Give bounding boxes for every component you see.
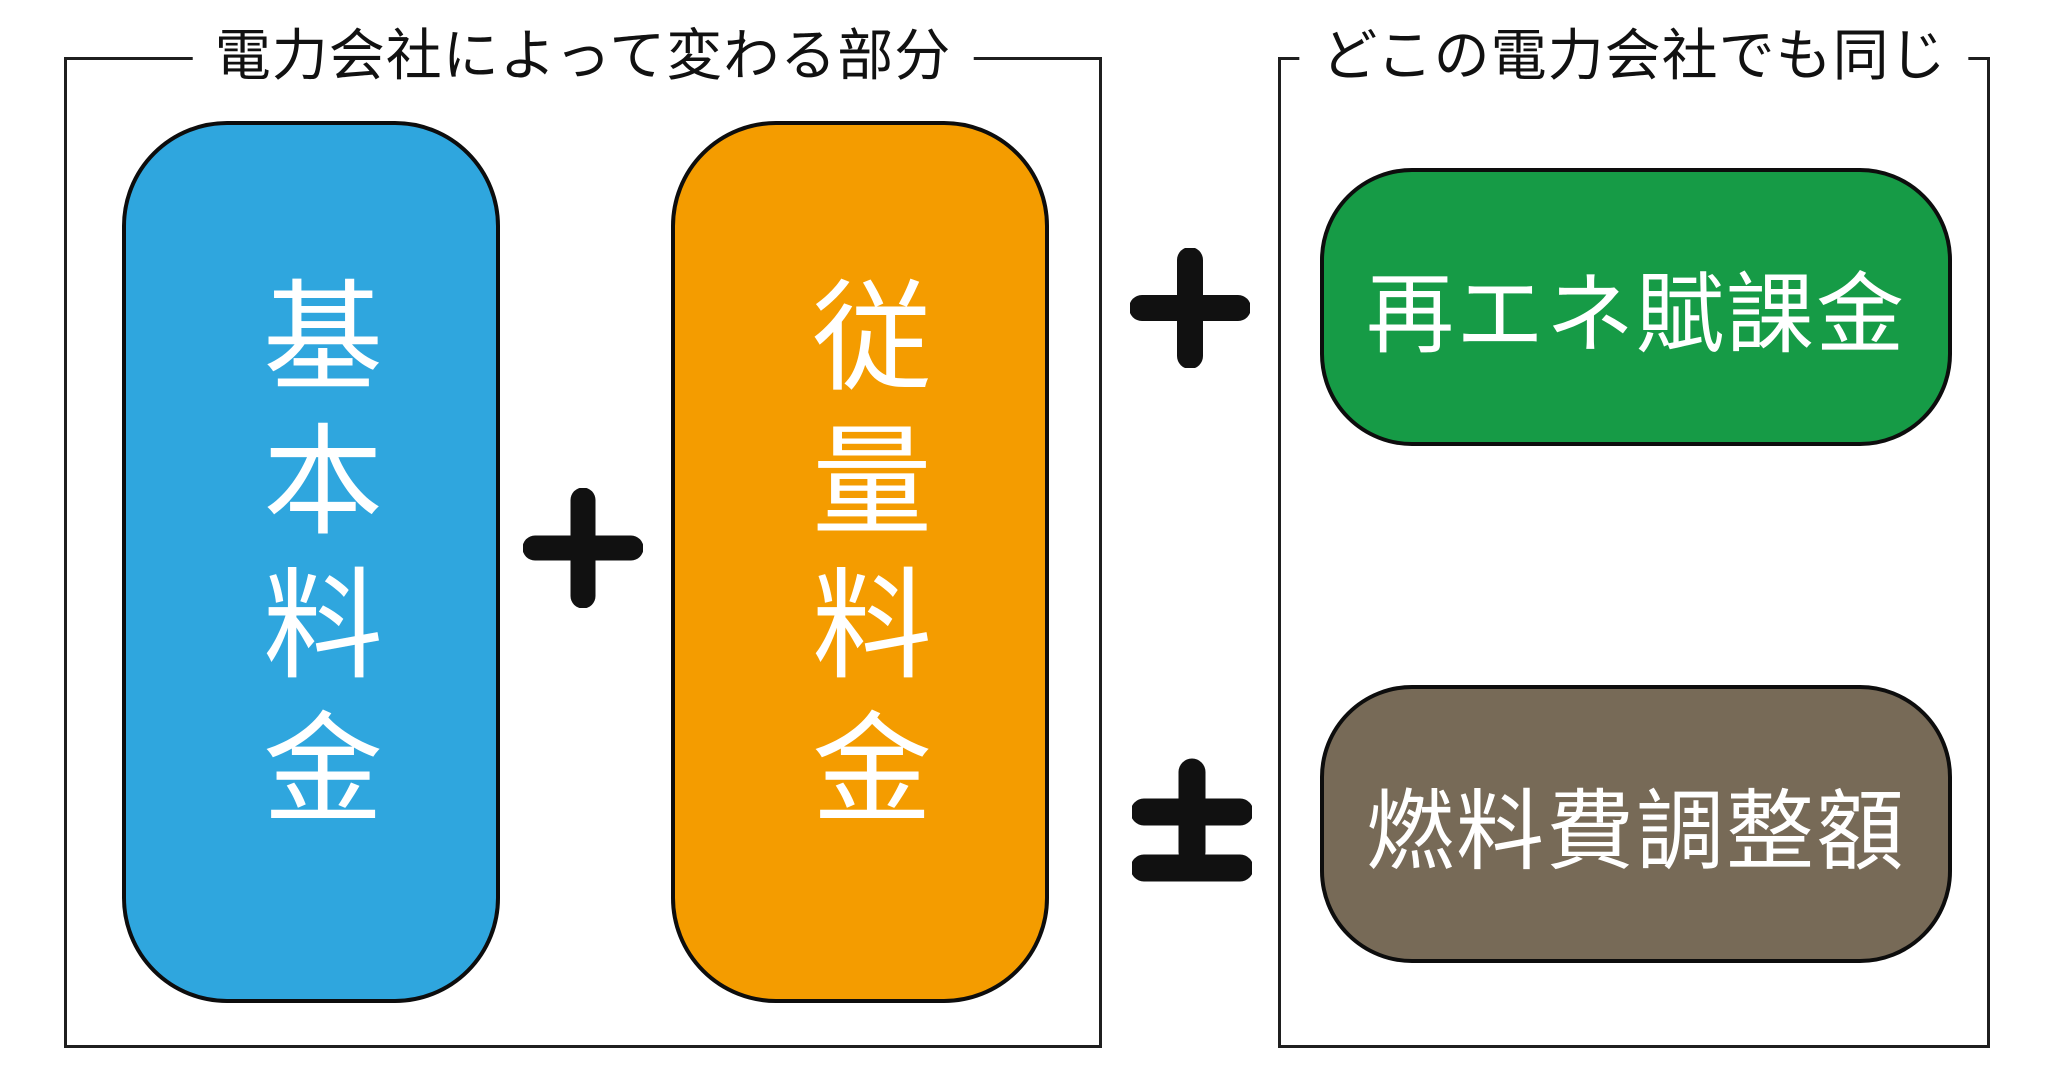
variable-part-group: 電力会社によって変わる部分 基本料金 従量料金	[64, 19, 1102, 1048]
basic-charge-pill: 基本料金	[122, 121, 500, 1003]
fuel-adjustment-label: 燃料費調整額	[1365, 779, 1906, 883]
usage-charge-pill: 従量料金	[671, 121, 1049, 1003]
same-for-all-group: どこの電力会社でも同じ 再エネ賦課金 燃料費調整額	[1278, 19, 1990, 1048]
plus-icon	[1130, 248, 1250, 368]
plus-icon	[523, 488, 643, 608]
same-for-all-title: どこの電力会社でも同じ	[1299, 19, 1969, 95]
fuel-adjustment-pill: 燃料費調整額	[1320, 685, 1952, 963]
basic-charge-label: 基本料金	[242, 274, 381, 850]
renewable-levy-label: 再エネ賦課金	[1365, 262, 1906, 366]
variable-part-title: 電力会社によって変わる部分	[192, 19, 974, 95]
plus-minus-icon	[1132, 742, 1252, 882]
usage-charge-label: 従量料金	[791, 274, 930, 850]
renewable-levy-pill: 再エネ賦課金	[1320, 168, 1952, 446]
